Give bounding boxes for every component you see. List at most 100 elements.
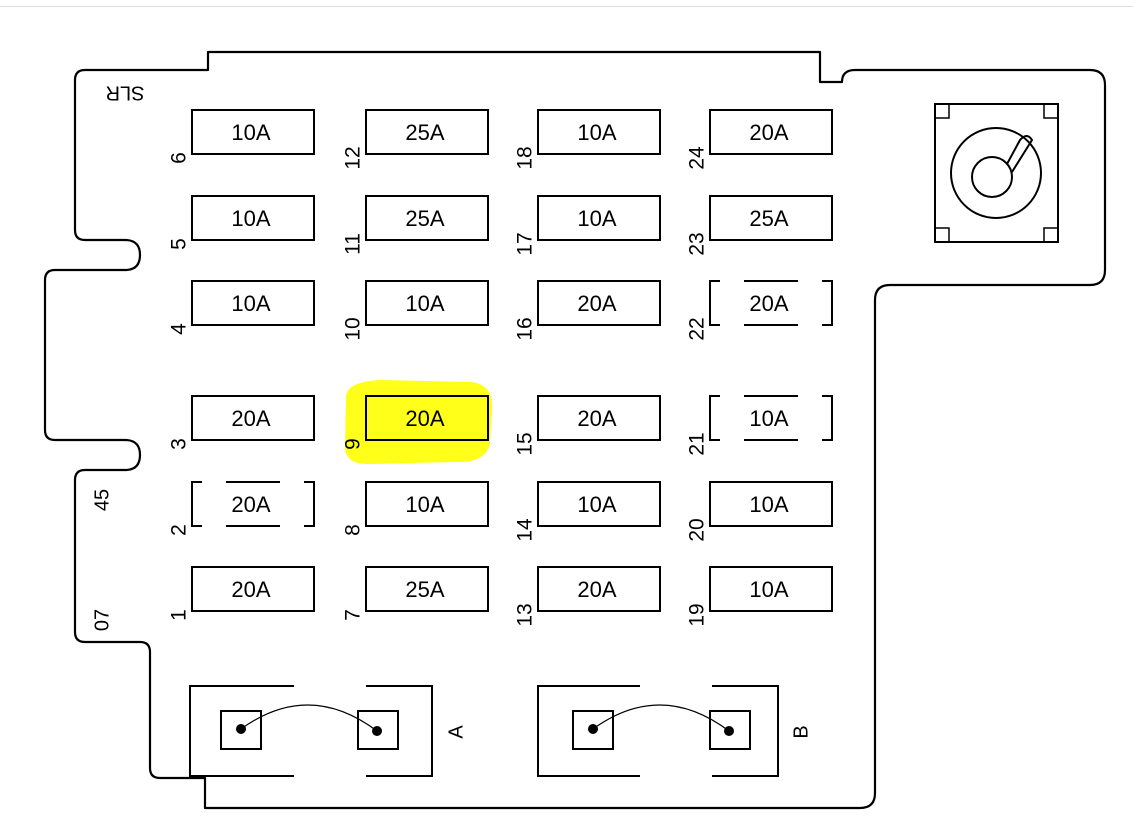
fuse-12-outline <box>365 109 489 155</box>
fuse-16-position: 16 <box>514 317 537 340</box>
fuse-12-rating: 25A <box>405 120 444 145</box>
fuse-18-outline <box>537 109 661 155</box>
fuse-8-rating: 10A <box>405 492 444 517</box>
fuse-22-position: 22 <box>686 317 709 340</box>
fuse-1-outline <box>191 566 315 612</box>
panel-code-top: SLR <box>106 82 145 104</box>
fuse-18: 10A 18 <box>514 109 661 170</box>
relay-b: B <box>537 685 812 777</box>
fuse-11-position: 11 <box>342 233 365 255</box>
fuse-15-outline <box>537 395 661 441</box>
fuse-23-position: 23 <box>686 232 709 255</box>
fuse-12: 25A 12 <box>342 109 489 170</box>
fuse-6: 10A 6 <box>168 109 315 164</box>
fuse-23-rating: 25A <box>749 206 788 231</box>
fuse-24-outline <box>709 109 833 155</box>
fuse-3-outline <box>191 395 315 441</box>
fuse-12-position: 12 <box>342 146 365 169</box>
fuse-22-outline <box>709 280 833 326</box>
fuse-21-position: 21 <box>686 432 709 455</box>
fuse-21-outline <box>709 395 833 441</box>
fuse-3: 20A 3 <box>168 395 315 450</box>
fuse-15-position: 15 <box>514 432 537 455</box>
fuse-11-outline <box>365 195 489 241</box>
fuse-1-position: 1 <box>168 609 191 621</box>
fuse-6-position: 6 <box>168 152 191 164</box>
fuse-9-position: 9 <box>342 438 365 450</box>
fuse-8: 10A 8 <box>342 481 489 536</box>
fuse-5-rating: 10A <box>231 206 270 231</box>
rotary-switch-icon <box>934 103 1059 243</box>
fuse-20: 10A 20 <box>686 481 833 542</box>
fuse-3-position: 3 <box>168 438 191 450</box>
fuse-7-position: 7 <box>342 609 365 621</box>
fuse-21: 10A 21 <box>686 394 833 456</box>
fuse-8-position: 8 <box>342 524 365 536</box>
fuse-17-rating: 10A <box>577 206 616 231</box>
fuse-9-outline <box>365 395 489 441</box>
fuse-9-rating: 20A <box>405 406 444 431</box>
fuse-19-rating: 10A <box>749 577 788 602</box>
fuse-15-rating: 20A <box>577 406 616 431</box>
fuse-18-position: 18 <box>514 146 537 169</box>
fuse-13-outline <box>537 566 661 612</box>
fuse-14-position: 14 <box>514 518 537 542</box>
fuse-24-position: 24 <box>686 146 709 170</box>
fuse-19-position: 19 <box>686 603 709 626</box>
fuse-13-position: 13 <box>514 603 537 626</box>
fuse-7-outline <box>365 566 489 612</box>
fuse-13: 20A 13 <box>514 566 661 627</box>
fuse-23: 25A 23 <box>686 195 833 256</box>
fuse-19-outline <box>709 566 833 612</box>
fuse-23-outline <box>709 195 833 241</box>
fuse-24: 20A 24 <box>686 109 833 170</box>
fuse-16-rating: 20A <box>577 291 616 316</box>
fuse-17-position: 17 <box>514 232 537 255</box>
fuse-3-rating: 20A <box>231 406 270 431</box>
fuse-7-rating: 25A <box>405 577 444 602</box>
fuse-2-outline <box>191 481 315 527</box>
panel-outline <box>43 50 1107 810</box>
fuse-2-rating: 20A <box>231 492 270 517</box>
fuse-20-outline <box>709 481 833 527</box>
fuse-8-outline <box>365 481 489 527</box>
fuse-9-highlight <box>345 380 493 465</box>
fuse-2-position: 2 <box>168 524 191 536</box>
fuse-2: 20A 2 <box>168 480 315 536</box>
fuse-19: 10A 19 <box>686 566 833 627</box>
panel-code-left-top: 45 <box>91 489 113 511</box>
fuse-21-rating: 10A <box>749 406 788 431</box>
panel-code-left-bottom: 07 <box>91 609 113 631</box>
fuse-15: 20A 15 <box>514 395 661 456</box>
fuse-24-rating: 20A <box>749 120 788 145</box>
fuses-layer: 20A120A220A310A410A510A625A710A820A910A1… <box>168 109 833 627</box>
fuse-22-rating: 20A <box>749 291 788 316</box>
fuse-22: 20A 22 <box>686 279 833 341</box>
relay-b-label: B <box>790 725 812 738</box>
fuse-9: 20A 9 <box>342 395 489 450</box>
fuse-16-outline <box>537 280 661 326</box>
fuse-14-rating: 10A <box>577 492 616 517</box>
fuse-17: 10A 17 <box>514 195 661 256</box>
fuse-6-outline <box>191 109 315 155</box>
fuse-4-outline <box>191 280 315 326</box>
relay-a: A <box>189 685 467 777</box>
relay-a-label: A <box>445 725 467 739</box>
fuse-4-position: 4 <box>168 323 191 335</box>
fuse-7: 25A 7 <box>342 566 489 621</box>
fuse-20-position: 20 <box>686 518 709 541</box>
fuse-5-outline <box>191 195 315 241</box>
fuse-14: 10A 14 <box>514 481 661 542</box>
fuse-14-outline <box>537 481 661 527</box>
fuse-10-position: 10 <box>342 317 365 340</box>
fuse-13-rating: 20A <box>577 577 616 602</box>
fuse-16: 20A 16 <box>514 280 661 341</box>
fuse-18-rating: 10A <box>577 120 616 145</box>
fuse-20-rating: 10A <box>749 492 788 517</box>
fuse-6-rating: 10A <box>231 120 270 145</box>
